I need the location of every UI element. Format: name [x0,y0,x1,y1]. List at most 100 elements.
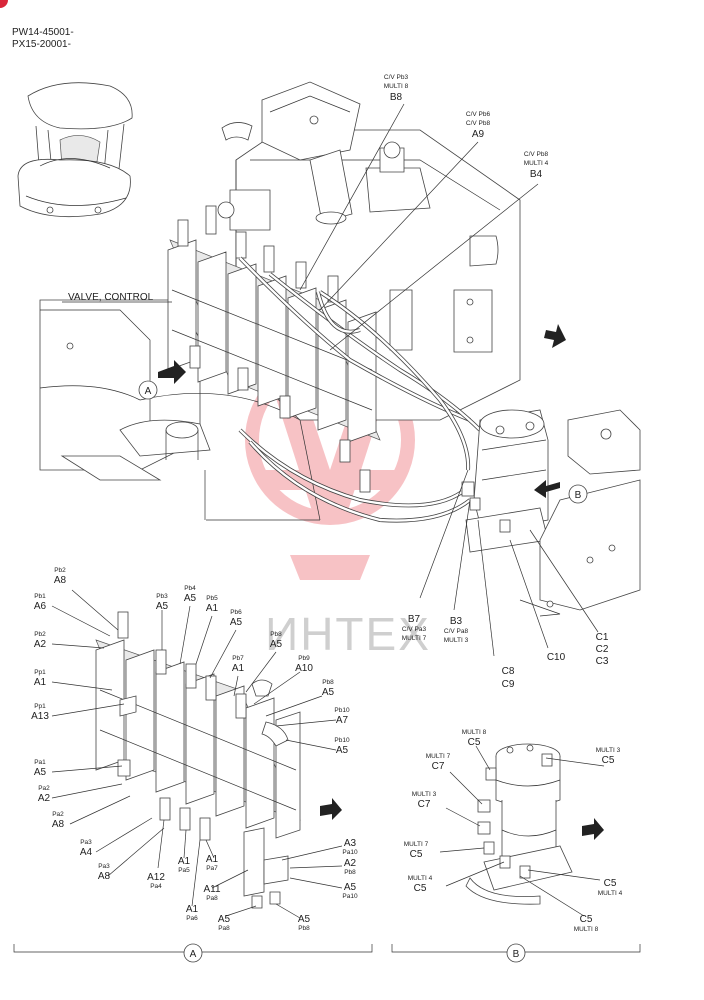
b-left-2-sub: MULTI 3 [412,791,437,798]
b-left-3-sub: MULTI 7 [404,841,429,848]
a-left-4-code: A13 [31,711,49,722]
a-top-4-code: A1 [232,663,245,674]
a-left-9-sub: Pa3 [98,863,110,870]
a-left-5-sub: Pa1 [34,759,46,766]
c10-code: C10 [547,652,566,663]
serial-range-line-2: PX15-20001- [12,39,71,50]
a9-code: A9 [472,129,485,140]
a9-sub-1: C/V Pb6 [466,111,491,118]
a-top-6-code: A10 [295,663,313,674]
a-bottom-2-sub: Pa6 [186,915,198,922]
detail-b-callouts: MULTI 8 C5 MULTI 7 C7 MULTI 3 C7 MULTI 7… [404,729,623,933]
view-a-marker [138,380,158,400]
b7-sub-1: C/V Pa3 [402,626,427,633]
a-top-3-code: A5 [230,617,243,628]
view-b-marker-text: B [575,490,582,501]
b3-sub-2: MULTI 3 [444,637,469,644]
a9-sub-2: C/V Pb8 [466,120,491,127]
a-left-3-sub: Pp1 [34,669,46,676]
a-right-0-sub: Pa10 [342,849,358,856]
a-top-5-sub: Pb8 [270,631,282,638]
detail-a-arrow [320,798,342,820]
a-left-2-code: A2 [34,639,47,650]
b-left-1-sub: MULTI 7 [426,753,451,760]
b4-sub-2: MULTI 4 [524,160,549,167]
a-left-1-sub: Pb1 [34,593,46,600]
b4-code: B4 [530,169,543,180]
b3-code: B3 [450,616,463,627]
detail-b-caption: B [513,949,520,960]
a-left-3-code: A1 [34,677,47,688]
b3-sub-1: C/V Pa8 [444,628,469,635]
multi-control-valve [461,409,641,617]
control-valve-stack [167,205,381,493]
a-left-0-sub: Pb2 [54,567,66,574]
watermark-text: ИНТЕХ [265,608,431,660]
c8-code: C8 [502,666,515,677]
b4-sub-1: C/V Pb8 [524,151,549,158]
view-a-arrow [158,360,186,384]
detail-b-arrow [582,818,604,840]
a-top-8-code: A7 [336,715,349,726]
a-top-2-sub: Pb5 [206,595,218,602]
a-top-9-sub: Pb10 [334,737,350,744]
a-left-4-sub: Pp1 [34,703,46,710]
detail-b-valve: B [391,743,641,963]
machine-thumbnail [17,82,133,218]
a-left-2-sub: Pb2 [34,631,46,638]
b-left-4-code: C5 [414,883,427,894]
b7-sub-2: MULTI 7 [402,635,427,642]
a-bottom-6-sub: Pb8 [298,925,310,932]
a-bottom-3-sub: Pa7 [206,865,218,872]
a-bottom-5-code: A5 [218,914,231,925]
a-top-8-sub: Pb10 [334,707,350,714]
a-bottom-1-sub: Pa5 [178,867,190,874]
a-left-8-sub: Pa3 [80,839,92,846]
main-assembly [39,81,641,657]
a-top-7-sub: Pb8 [322,679,334,686]
a-bottom-0-sub: Pa4 [150,883,162,890]
a-left-0-code: A8 [54,575,67,586]
a-left-9-code: A8 [98,871,111,882]
b-left-3-code: C5 [410,849,423,860]
c9-code: C9 [502,679,515,690]
a-bottom-6-code: A5 [298,914,311,925]
detail-a-caption: A [190,949,197,960]
a-left-7-sub: Pa2 [52,811,64,818]
c3-code: C3 [596,656,609,667]
detail-a-valve: A [13,589,373,963]
a-left-1-code: A6 [34,601,47,612]
c1-code: C1 [596,632,609,643]
b8-code: B8 [390,92,403,103]
detail-a-caption-circle [183,943,203,963]
b7-code: B7 [408,614,421,625]
b-right-2-sub: MULTI 8 [574,926,599,933]
a-top-0-code: A5 [156,601,169,612]
a-top-9-code: A5 [336,745,349,756]
a-bottom-3-code: A1 [206,854,219,865]
a-top-0-sub: Pb3 [156,593,168,600]
a-right-1-sub: Pb8 [344,869,356,876]
a-top-1-sub: Pb4 [184,585,196,592]
a-right-1-code: A2 [344,858,357,869]
view-a-marker-text: A [145,386,152,397]
b-left-0-sub: MULTI 8 [462,729,487,736]
b8-sub-2: MULTI 8 [384,83,409,90]
a-right-2-code: A5 [344,882,357,893]
a-top-7-code: A5 [322,687,335,698]
a-left-7-code: A8 [52,819,65,830]
b-right-1-sub: MULTI 4 [598,890,623,897]
detail-b-caption-circle [506,943,526,963]
a-top-1-code: A5 [184,593,197,604]
view-b-arrow [534,480,560,498]
c2-code: C2 [596,644,609,655]
b-left-1-code: C7 [432,761,445,772]
hose-bundle [238,256,482,523]
b8-sub-1: C/V Pb3 [384,74,409,81]
b-left-2-code: C7 [418,799,431,810]
a-right-0-code: A3 [344,838,357,849]
a-top-5-code: A5 [270,639,283,650]
a-top-6-sub: Pb9 [298,655,310,662]
